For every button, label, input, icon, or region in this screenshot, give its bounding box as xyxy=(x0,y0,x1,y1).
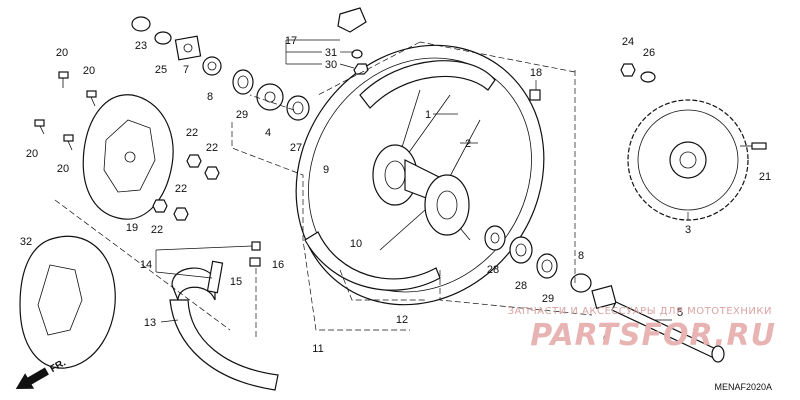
label-22-d: 22 xyxy=(151,224,163,236)
label-8-top: 8 xyxy=(207,91,213,103)
label-2: 2 xyxy=(465,138,471,150)
label-20-d: 20 xyxy=(57,163,69,175)
label-17: 17 xyxy=(285,35,297,47)
label-32: 32 xyxy=(20,236,32,248)
label-9: 9 xyxy=(323,164,329,176)
rim-lock-parts xyxy=(337,7,369,75)
watermark-subtitle: ЗАПЧАСТИ И АКСЕССУАРЫ ДЛЯ МОТОТЕХНИКИ xyxy=(507,306,772,317)
label-23: 23 xyxy=(135,40,147,52)
leader-lines xyxy=(155,39,689,323)
disc-bolts xyxy=(34,71,97,151)
disc-nuts xyxy=(152,154,220,221)
valve xyxy=(529,89,541,101)
diagram-code: MENAF2020A xyxy=(714,382,772,392)
label-29-a: 29 xyxy=(236,109,248,121)
label-7: 7 xyxy=(183,64,189,76)
label-22-a: 22 xyxy=(186,127,198,139)
label-1: 1 xyxy=(425,109,431,121)
label-28-a: 28 xyxy=(487,264,499,276)
label-3: 3 xyxy=(685,224,691,236)
rear-axle xyxy=(570,273,725,363)
label-16: 16 xyxy=(272,259,284,271)
label-25: 25 xyxy=(155,64,167,76)
label-19: 19 xyxy=(126,222,138,234)
label-15: 15 xyxy=(230,276,242,288)
label-30: 30 xyxy=(325,59,337,71)
label-14: 14 xyxy=(140,259,152,271)
label-29-b: 29 xyxy=(542,293,554,305)
part-labels: 1 2 3 4 5 6 7 8 8 9 10 11 12 13 14 15 16… xyxy=(20,35,771,355)
tube-valve-parts xyxy=(206,241,261,340)
label-20-a: 20 xyxy=(56,47,68,59)
label-20-b: 20 xyxy=(83,65,95,77)
label-21: 21 xyxy=(759,171,771,183)
label-13: 13 xyxy=(144,317,156,329)
disc-guard xyxy=(19,235,116,369)
brake-disc xyxy=(82,94,174,220)
label-20-c: 20 xyxy=(26,148,38,160)
label-26: 26 xyxy=(643,47,655,59)
driven-sprocket xyxy=(627,99,749,221)
label-10: 10 xyxy=(350,238,362,250)
watermark-brand: PARTSFOR.RU xyxy=(530,318,776,353)
left-bearings xyxy=(232,69,310,121)
label-8-right: 8 xyxy=(578,250,584,262)
collar-parts xyxy=(131,16,222,76)
label-24: 24 xyxy=(622,36,634,48)
label-4: 4 xyxy=(265,127,271,139)
label-31: 31 xyxy=(325,47,337,59)
label-22-c: 22 xyxy=(175,183,187,195)
label-18: 18 xyxy=(530,67,542,79)
label-6: 6 xyxy=(603,333,609,345)
label-12: 12 xyxy=(396,314,408,326)
tire xyxy=(169,267,279,391)
right-bearings xyxy=(484,225,558,279)
label-22-b: 22 xyxy=(206,142,218,154)
label-5: 5 xyxy=(677,307,683,319)
rear-hub xyxy=(372,144,470,236)
label-11: 11 xyxy=(312,343,323,355)
label-27: 27 xyxy=(290,142,302,154)
sprocket-hardware xyxy=(620,63,767,150)
label-28-b: 28 xyxy=(515,280,527,292)
